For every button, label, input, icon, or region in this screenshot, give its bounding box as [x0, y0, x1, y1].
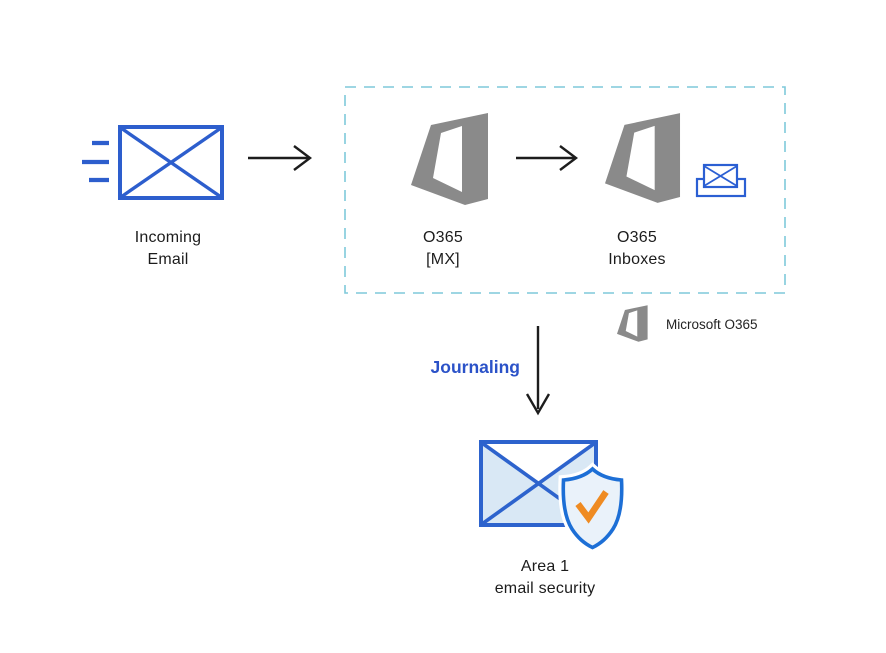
- journaling-flow-label: Journaling: [430, 357, 520, 377]
- office365-icon: [411, 113, 488, 205]
- envelope-flap-lines: [120, 126, 222, 199]
- o365-inboxes-label: O365 Inboxes: [608, 229, 666, 268]
- inbox-envelope-flap-lines: [703, 165, 738, 187]
- email-security-shield-icon: [479, 440, 626, 552]
- area1-email-security-label: Area 1 email security: [494, 558, 596, 597]
- legend-microsoft-o365-label: Microsoft O365: [666, 317, 758, 332]
- incoming-email-envelope-icon: [82, 125, 224, 200]
- office365-icon: [617, 305, 648, 342]
- o365-mx-label: O365 [MX]: [423, 229, 463, 268]
- arrow-right-icon: [516, 145, 578, 171]
- checkmark-icon: [575, 490, 609, 524]
- incoming-email-label: Incoming Email: [134, 229, 202, 268]
- o365-dashed-region: [344, 86, 786, 294]
- arrow-right-icon: [248, 145, 312, 171]
- arrow-down-icon: [525, 326, 551, 416]
- secure-envelope-flap: [483, 444, 594, 484]
- office365-icon: [605, 113, 681, 203]
- speed-lines-icon: [82, 140, 109, 183]
- inbox-tray-icon: [695, 163, 747, 198]
